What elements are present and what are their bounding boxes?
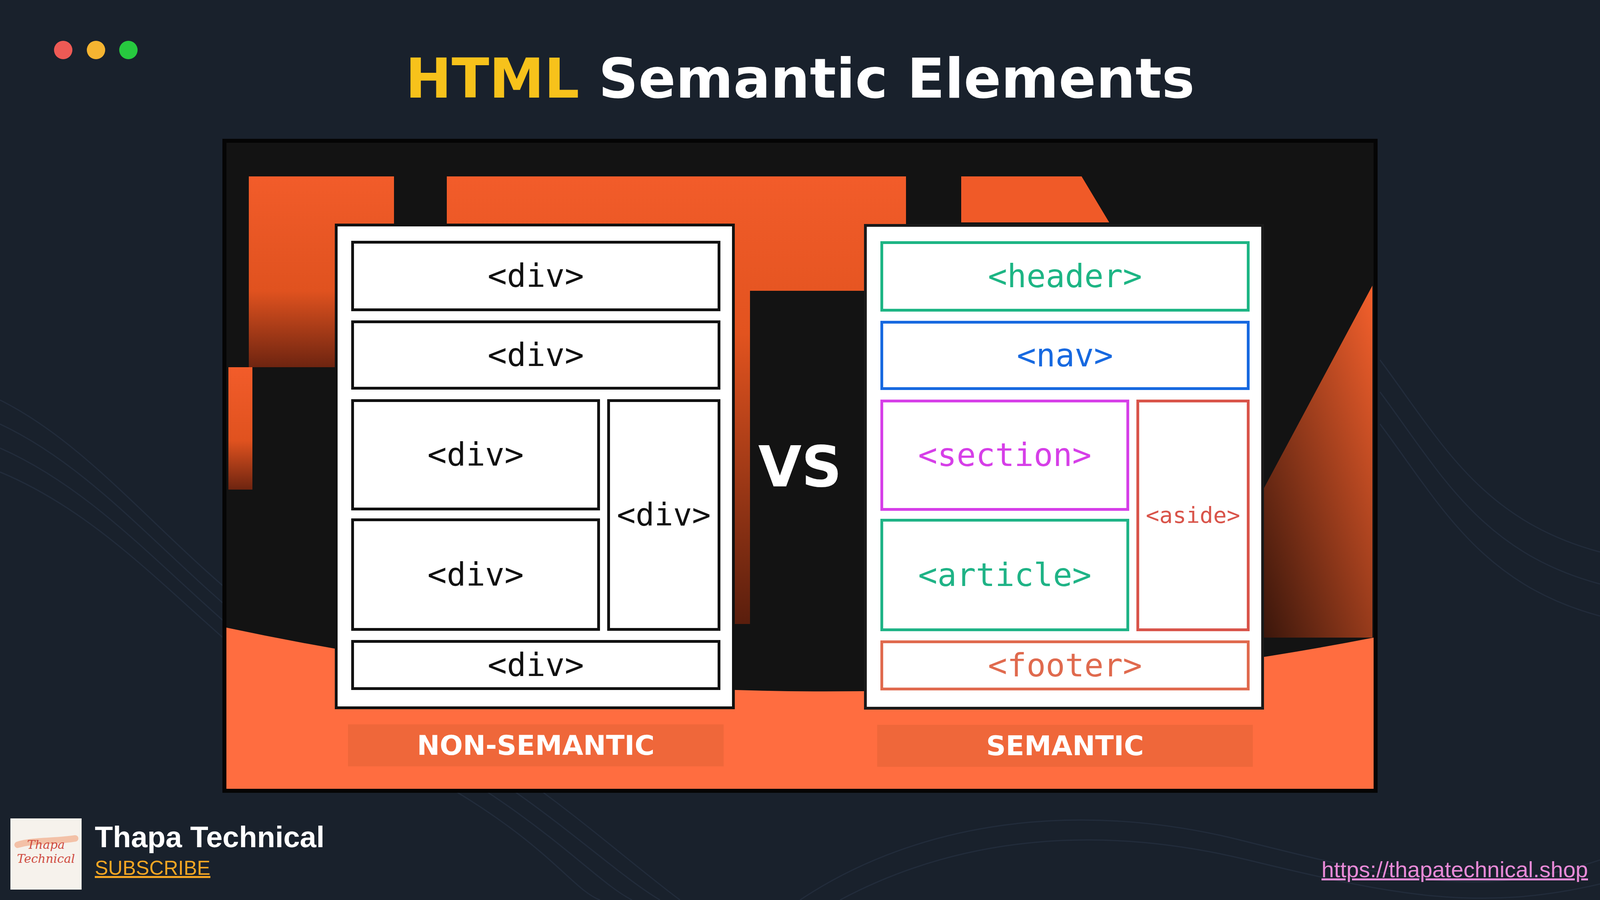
element-tag: <div> bbox=[427, 556, 524, 594]
element-box: <header> bbox=[880, 241, 1250, 312]
element-box: <div> bbox=[351, 399, 600, 511]
element-box: <div> bbox=[351, 240, 721, 312]
element-tag: <nav> bbox=[1016, 337, 1114, 374]
subscribe-link: SUBSCRIBE bbox=[94, 856, 211, 880]
layout-panel: SEMANTIC<header><nav><section><aside><ar… bbox=[864, 224, 1264, 710]
logo-text: Thapa Technical bbox=[12, 838, 80, 866]
element-tag: <div> bbox=[616, 497, 711, 534]
website-link: https://thapatechnical.shop bbox=[1321, 856, 1588, 883]
window-dot bbox=[86, 40, 106, 60]
element-box: <div> bbox=[607, 399, 721, 631]
element-tag: <div> bbox=[487, 336, 584, 374]
element-tag: <div> bbox=[427, 436, 524, 474]
orange-shape bbox=[961, 176, 1110, 223]
element-tag: <article> bbox=[918, 556, 1092, 594]
title-row: HTML Semantic Elements bbox=[0, 47, 1600, 111]
element-tag: <section> bbox=[918, 436, 1092, 474]
element-box: <div> bbox=[351, 320, 721, 390]
element-tag: <header> bbox=[988, 258, 1142, 295]
logo bbox=[10, 818, 82, 890]
element-box: <footer> bbox=[880, 640, 1250, 691]
panel-label: SEMANTIC bbox=[877, 724, 1253, 767]
element-box: <aside> bbox=[1136, 399, 1250, 632]
element-tag: <footer> bbox=[988, 647, 1142, 684]
orange-shape bbox=[1263, 285, 1373, 638]
versus-label: VS bbox=[758, 436, 842, 498]
element-box: <nav> bbox=[880, 320, 1250, 390]
logo-square bbox=[10, 818, 82, 890]
element-tag: <aside> bbox=[1145, 502, 1240, 528]
element-box: <article> bbox=[880, 518, 1130, 632]
element-tag: <div> bbox=[487, 646, 584, 684]
window-dots bbox=[54, 40, 138, 60]
element-tag: <div> bbox=[487, 257, 584, 295]
title: HTML Semantic Elements bbox=[405, 47, 1195, 111]
window-dot bbox=[54, 40, 73, 60]
layout-panel: NON-SEMANTIC<div><div><div><div><div><di… bbox=[334, 223, 735, 710]
element-box: <div> bbox=[351, 518, 600, 631]
window-dot bbox=[119, 40, 138, 60]
channel-name: Thapa Technical bbox=[94, 820, 325, 854]
element-box: <section> bbox=[880, 399, 1130, 511]
element-box: <div> bbox=[351, 640, 721, 690]
frame bbox=[224, 140, 1376, 791]
panel-label: NON-SEMANTIC bbox=[348, 724, 724, 767]
orange-shape bbox=[228, 367, 253, 490]
thumbnail-frame bbox=[224, 140, 1376, 791]
